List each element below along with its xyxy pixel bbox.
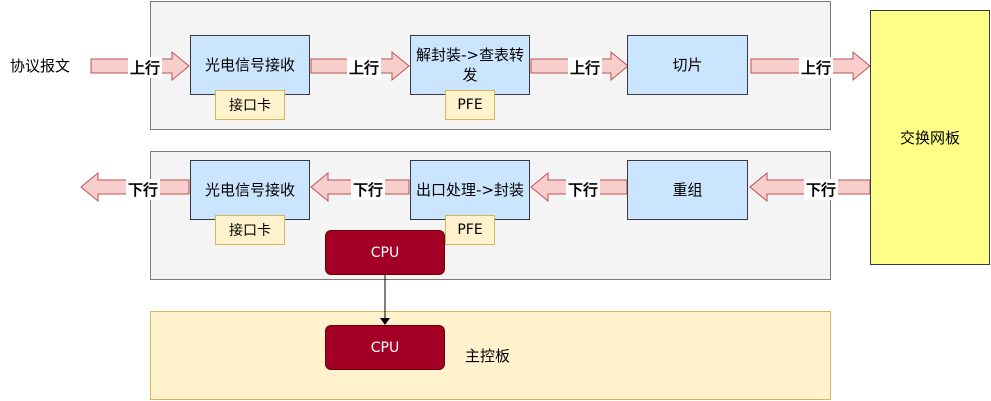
main-board-cpu-box: CPU [325, 325, 445, 370]
downstream-interface-card-tag: 接口卡 [215, 215, 285, 245]
input-protocol-label: 协议报文 [10, 57, 71, 75]
downstream-pfe-tag: PFE [445, 215, 495, 245]
main-control-board [150, 311, 831, 400]
downstream-flow-label-1: 下行 [804, 179, 839, 200]
upstream-slice-box: 切片 [627, 35, 748, 95]
switch-fabric-board: 交换网板 [870, 10, 990, 265]
upstream-interface-card-tag: 接口卡 [215, 90, 285, 120]
downstream-flow-label-3: 下行 [351, 179, 386, 200]
upstream-flow-label-1: 上行 [128, 57, 163, 78]
cpu-connector-arrowhead [380, 318, 390, 325]
downstream-optical-receive-box: 光电信号接收 [190, 160, 310, 220]
upstream-flow-label-4: 上行 [799, 57, 834, 78]
downstream-reassemble-box: 重组 [627, 160, 748, 220]
downstream-flow-label-2: 下行 [566, 179, 601, 200]
main-board-label: 主控板 [465, 347, 511, 365]
upstream-optical-receive-box: 光电信号接收 [190, 35, 310, 95]
upstream-pfe-tag: PFE [445, 90, 495, 120]
upstream-decap-lookup-box: 解封装->查表转发 [410, 35, 530, 95]
downstream-egress-encap-box: 出口处理->封装 [410, 160, 530, 220]
downstream-flow-label-4: 下行 [126, 179, 161, 200]
upstream-flow-label-3: 上行 [568, 57, 603, 78]
linecard-cpu-box: CPU [325, 230, 445, 275]
upstream-flow-label-2: 上行 [347, 57, 382, 78]
